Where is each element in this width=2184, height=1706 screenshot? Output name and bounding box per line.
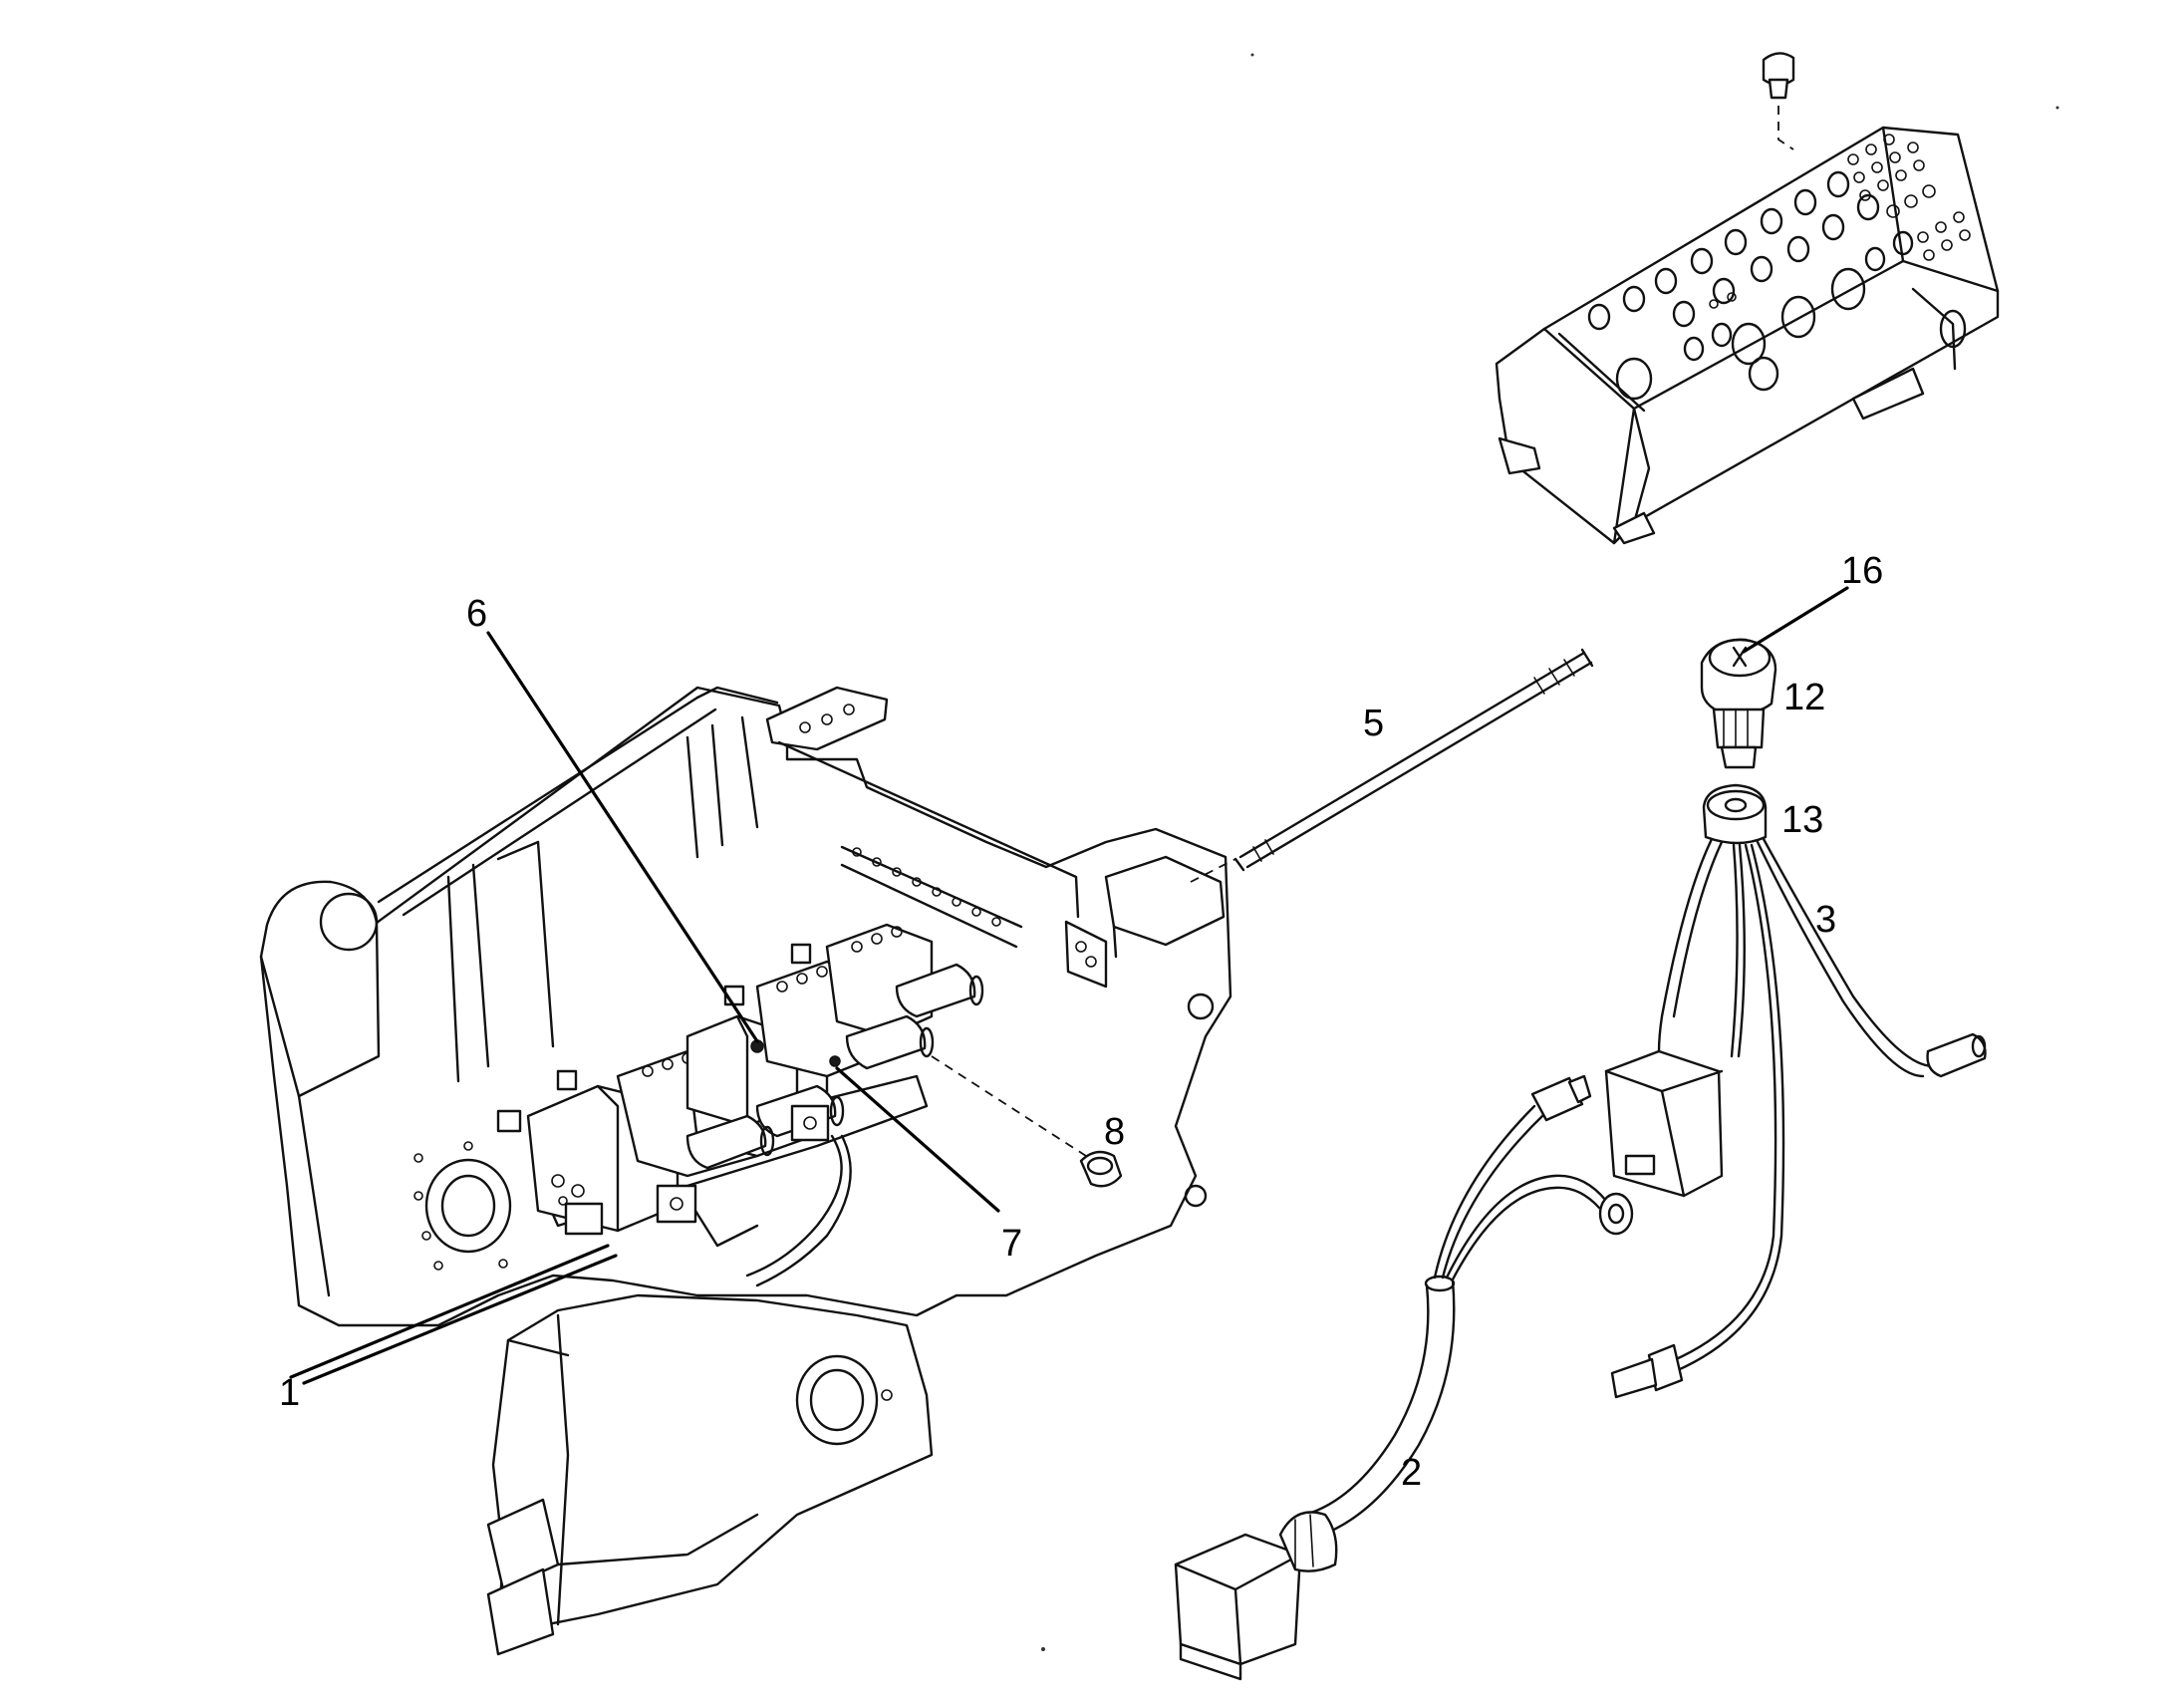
callout-labels: 1 2 3 5 6 7 8 12 13 16 (279, 550, 1883, 1494)
leader-6 (486, 631, 759, 1043)
callout-7: 7 (1001, 1223, 1022, 1265)
callout-1: 1 (279, 1372, 300, 1414)
valve-bank (496, 923, 984, 1287)
harness-3 (1604, 783, 1987, 1399)
callout-5: 5 (1363, 703, 1384, 744)
callout-8: 8 (1104, 1111, 1125, 1153)
speck (1250, 53, 1254, 57)
chassis-frame (259, 686, 1232, 1327)
control-panel-box (1495, 52, 2000, 545)
switch-12 (1700, 638, 1777, 769)
speck (2055, 106, 2059, 110)
harness-2 (1174, 1074, 1634, 1681)
callout-12: 12 (1783, 677, 1825, 718)
leader-1 (289, 1244, 610, 1379)
callout-13: 13 (1781, 799, 1823, 841)
callout-6: 6 (466, 593, 487, 635)
callout-2: 2 (1401, 1452, 1422, 1494)
leader-16 (1742, 586, 1849, 654)
leader-7 (835, 1066, 1000, 1213)
speck (1041, 1647, 1045, 1651)
stud-5 (1190, 648, 1594, 883)
callout-16: 16 (1841, 550, 1883, 592)
leader-lines (289, 586, 1849, 1385)
plug-8 (931, 1055, 1123, 1188)
callout-3: 3 (1815, 899, 1836, 941)
lower-front-plate (486, 1293, 934, 1656)
